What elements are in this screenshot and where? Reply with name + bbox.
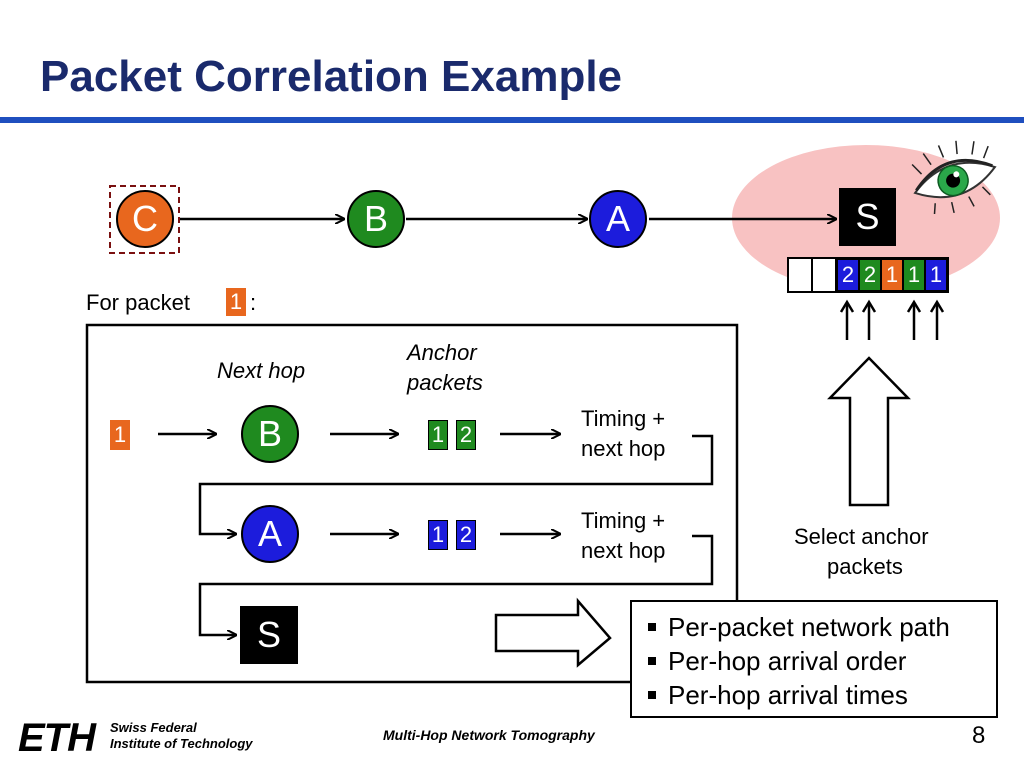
row1-anchor: 1	[428, 420, 448, 450]
bullet-icon	[648, 656, 656, 665]
row2-node-a: A	[241, 505, 299, 563]
anchor-label-line2: packets	[407, 370, 483, 395]
for-packet-badge: 1	[226, 288, 246, 316]
institution-line1: Swiss Federal	[110, 720, 197, 735]
row2-anchor: 2	[456, 520, 476, 550]
packet-buffer: 2 2 1 1 1	[787, 257, 949, 293]
bullet-icon	[648, 622, 656, 631]
row1-node-b: B	[241, 405, 299, 463]
buffer-packet: 2	[837, 259, 859, 291]
node-a: A	[589, 190, 647, 248]
row1-anchor: 2	[456, 420, 476, 450]
buffer-slot-empty	[813, 259, 837, 291]
row1-packet: 1	[110, 420, 130, 450]
eye-icon	[911, 140, 997, 215]
next-hop-label: Next hop	[217, 358, 306, 383]
result-item: Per-packet network path	[648, 610, 996, 644]
page-number: 8	[972, 722, 986, 749]
row3-sink-s: S	[240, 606, 298, 664]
slide-title: Packet Correlation Example	[40, 52, 623, 101]
row1-result-line1: Timing +	[581, 406, 666, 431]
result-item: Per-hop arrival times	[648, 678, 996, 712]
for-packet-label: For packet	[86, 290, 190, 315]
row1-result-line2: next hop	[581, 436, 666, 461]
select-anchor-line2: packets	[827, 554, 903, 579]
bullet-icon	[648, 690, 656, 699]
node-b: B	[347, 190, 405, 248]
block-arrow-right-icon	[494, 597, 612, 668]
results-box: Per-packet network path Per-hop arrival …	[630, 600, 998, 718]
sink-s: S	[839, 188, 896, 246]
title-rule	[0, 117, 1024, 123]
footer-center-title: Multi-Hop Network Tomography	[383, 727, 595, 743]
for-packet-colon: :	[250, 290, 257, 315]
row2-result-line2: next hop	[581, 538, 666, 563]
row2-result-line1: Timing +	[581, 508, 666, 533]
anchor-label-line1: Anchor	[407, 340, 477, 365]
buffer-packet: 1	[881, 259, 903, 291]
buffer-slot-empty	[789, 259, 813, 291]
row2-anchor: 1	[428, 520, 448, 550]
eth-logo: ETH	[18, 716, 96, 760]
institution-line2: Institute of Technology	[110, 736, 253, 751]
buffer-packet: 1	[903, 259, 925, 291]
node-c: C	[116, 190, 174, 248]
buffer-packet: 2	[859, 259, 881, 291]
buffer-packet: 1	[925, 259, 947, 291]
block-arrow-up-icon	[827, 356, 911, 507]
select-anchor-line1: Select anchor	[794, 524, 929, 549]
result-item: Per-hop arrival order	[648, 644, 996, 678]
